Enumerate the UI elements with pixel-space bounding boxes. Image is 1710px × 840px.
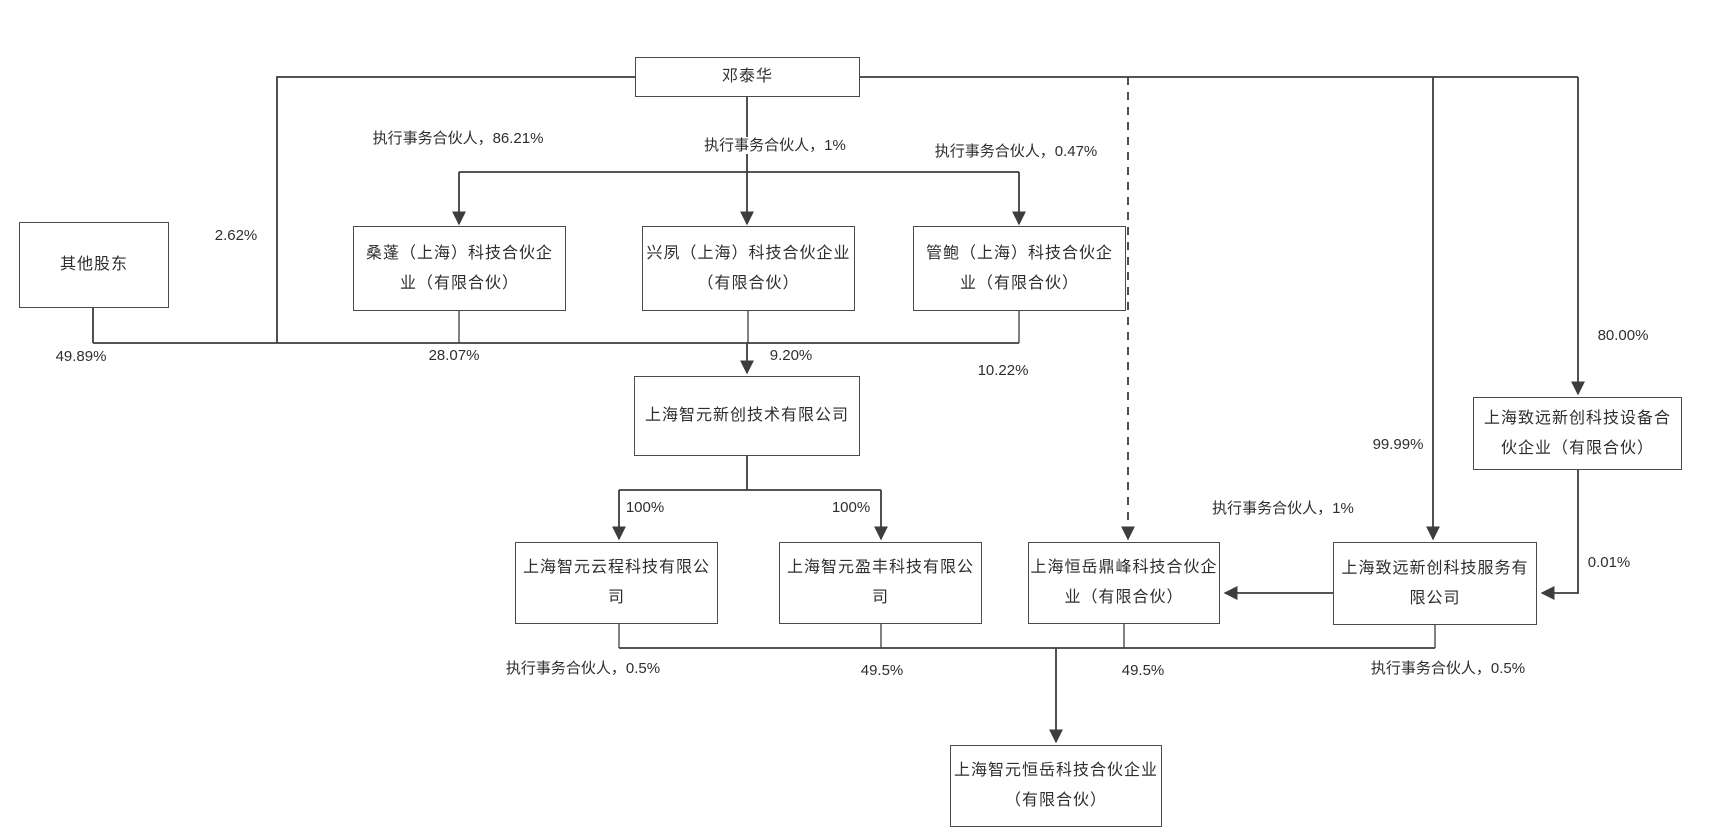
- edge-label-pct-49-89: 49.89%: [53, 348, 109, 365]
- edge-xinchuang-to-subsidiaries: [612, 456, 888, 541]
- node-other-shareholders: 其他股东: [19, 222, 169, 308]
- edge-label-pct-100-right: 100%: [829, 499, 873, 516]
- node-sangpeng-partnership: 桑蓬（上海）科技合伙企 业（有限合伙）: [353, 226, 566, 311]
- node-zhiyuan-yingfeng: 上海智元盈丰科技有限公 司: [779, 542, 982, 624]
- edge-partners-to-zhiyuan-hengyue: [618, 624, 1436, 744]
- node-deng-taihua: 邓泰华: [635, 57, 860, 97]
- edge-label-pct-99-99: 99.99%: [1370, 436, 1426, 453]
- edge-label-gp-1-top: 执行事务合伙人，1%: [702, 137, 848, 154]
- edge-deng-to-zhiyuan-right-side: [860, 76, 1585, 541]
- node-zhiyuan-yuncheng: 上海智元云程科技有限公 司: [515, 542, 718, 624]
- edge-deng-to-partnerships: [452, 97, 1026, 226]
- edge-label-gp-0-47: 执行事务合伙人，0.47%: [932, 143, 1100, 160]
- node-zhiyuan-xinchuang: 上海智元新创技术有限公司: [634, 376, 860, 456]
- edge-label-pct-49-5-left: 49.5%: [858, 662, 906, 679]
- node-zhiyuan-fuwu: 上海致远新创科技服务有 限公司: [1333, 542, 1537, 625]
- node-zhiyuan-shebei: 上海致远新创科技设备合 伙企业（有限合伙）: [1473, 397, 1682, 470]
- edge-label-gp-0-5-left: 执行事务合伙人，0.5%: [503, 660, 663, 677]
- edge-label-gp-0-5-right: 执行事务合伙人，0.5%: [1368, 660, 1528, 677]
- node-guanbao-partnership: 管鲍（上海）科技合伙企 业（有限合伙）: [913, 226, 1126, 311]
- edge-label-pct-2-62: 2.62%: [212, 227, 260, 244]
- node-hengyue-dingfeng: 上海恒岳鼎峰科技合伙企 业（有限合伙）: [1028, 542, 1220, 624]
- edge-label-pct-80-00: 80.00%: [1595, 327, 1651, 344]
- edge-label-pct-9-20: 9.20%: [767, 347, 815, 364]
- edge-label-pct-0-01: 0.01%: [1585, 554, 1633, 571]
- edge-label-pct-28-07: 28.07%: [426, 347, 482, 364]
- edge-label-gp-1-right: 执行事务合伙人，1%: [1210, 500, 1356, 517]
- edge-label-gp-86-21: 执行事务合伙人，86.21%: [370, 130, 546, 147]
- edge-label-pct-100-left: 100%: [623, 499, 667, 516]
- node-zhiyuan-hengyue: 上海智元恒岳科技合伙企业 （有限合伙）: [950, 745, 1162, 827]
- node-xingsu-partnership: 兴夙（上海）科技合伙企业 （有限合伙）: [642, 226, 855, 311]
- edge-label-pct-49-5-right: 49.5%: [1119, 662, 1167, 679]
- edge-shareholders-bus-to-xinchuang: [92, 76, 1020, 375]
- edge-label-pct-10-22: 10.22%: [975, 362, 1031, 379]
- edge-shebei-to-fuwu: [1540, 470, 1579, 600]
